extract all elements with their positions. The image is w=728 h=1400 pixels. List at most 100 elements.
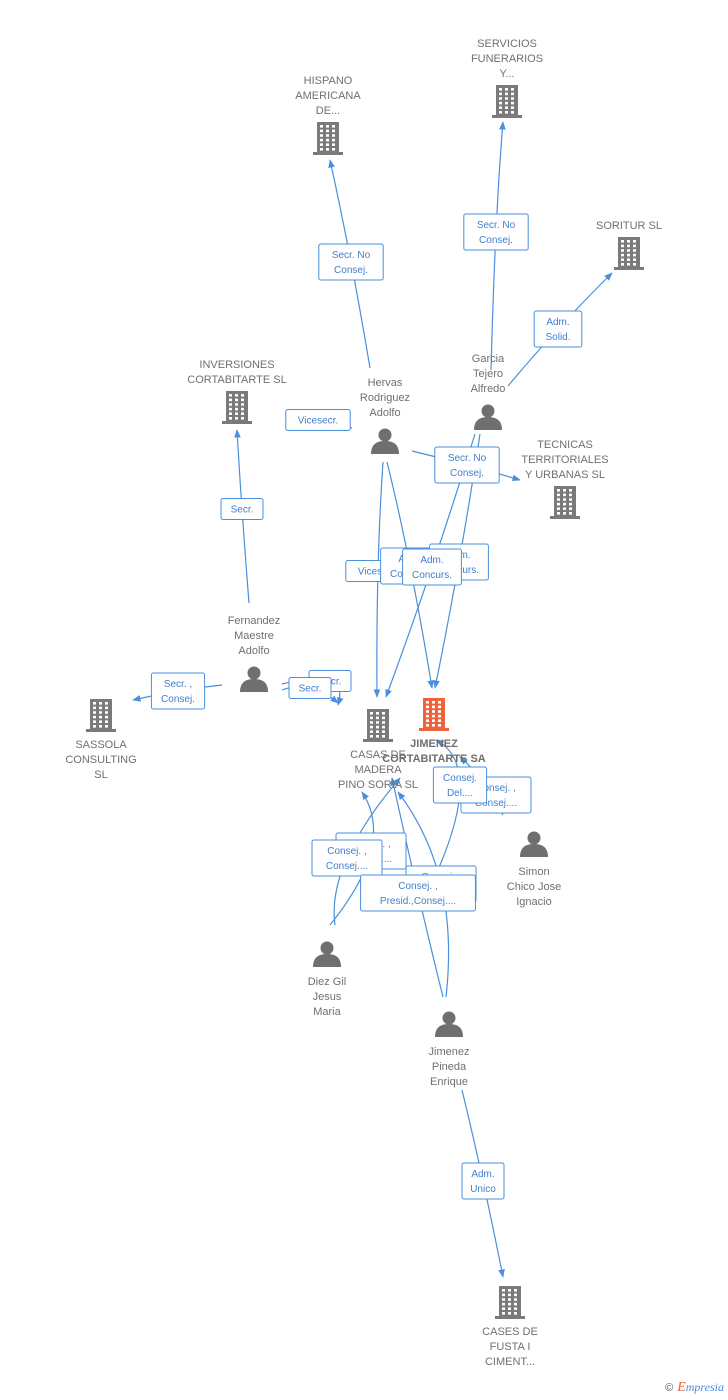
edge-label-pineda-to-casas[interactable]: Consej. ,Presid.,Consej....	[360, 874, 476, 912]
edge-label-fernandez-to-inversiones[interactable]: Secr.	[220, 498, 264, 520]
building-window	[370, 725, 373, 729]
building-window	[627, 253, 630, 257]
edge-label-pineda-to-cases[interactable]: Adm.Unico	[461, 1162, 505, 1200]
building-window	[235, 403, 238, 406]
building-window	[514, 1312, 517, 1315]
node-label: CORTABITARTE SA	[382, 753, 486, 765]
edge-label-fernandez-to-casas[interactable]: Secr.	[288, 677, 332, 699]
building-window	[105, 706, 108, 710]
building-window	[426, 724, 429, 727]
building-window	[627, 244, 630, 248]
node-servicios[interactable]: SERVICIOSFUNERARIOSY...	[471, 38, 543, 118]
building-window	[99, 720, 102, 723]
building-window	[621, 244, 624, 248]
company-building-icon	[614, 237, 644, 270]
footer-brand[interactable]: ©Empresia	[665, 1380, 724, 1396]
node-label: Rodriguez	[360, 392, 410, 404]
brand-name: mpresia	[685, 1380, 724, 1394]
building-window	[438, 705, 441, 709]
building-window	[563, 502, 566, 506]
building-window	[621, 249, 624, 252]
building-window	[426, 701, 429, 704]
building-window	[105, 715, 108, 719]
edge-label-text: Consej.	[443, 773, 477, 784]
building-window	[426, 710, 429, 713]
building-base	[495, 1316, 525, 1319]
building-window	[563, 507, 566, 510]
building-window	[426, 719, 429, 722]
edge-label-box	[360, 874, 476, 912]
node-label: CASES DE	[482, 1326, 538, 1338]
building-window	[370, 721, 373, 724]
building-window	[633, 249, 636, 252]
edge-label-text: Vicesecr.	[298, 416, 338, 427]
node-label: TECNICAS	[537, 439, 593, 451]
building-window	[432, 714, 435, 718]
edge-label-box	[402, 548, 462, 586]
building-window	[99, 706, 102, 710]
building-window	[235, 412, 238, 415]
building-window	[505, 92, 508, 96]
edge-label-box	[434, 446, 500, 484]
building-window	[382, 721, 385, 724]
person-head	[247, 666, 261, 680]
building-window	[569, 493, 572, 497]
building-window	[569, 507, 572, 510]
building-window	[511, 88, 514, 91]
building-window	[241, 394, 244, 397]
edge-label-fernandez-to-sassola[interactable]: Secr. ,Consej.	[150, 672, 206, 710]
person-body	[240, 679, 268, 692]
building-window	[438, 724, 441, 727]
edge-label-hervas-to-inversiones[interactable]: Vicesecr.	[285, 409, 351, 431]
building-window	[432, 701, 435, 704]
person-head	[527, 831, 541, 845]
building-window	[320, 138, 323, 142]
node-soritur[interactable]: SORITUR SL	[596, 220, 662, 270]
building-window	[332, 129, 335, 133]
person-body	[435, 1024, 463, 1037]
building-window	[320, 148, 323, 151]
building-window	[320, 134, 323, 137]
building-window	[99, 711, 102, 714]
building-window	[633, 258, 636, 261]
building-window	[105, 711, 108, 714]
building-window	[563, 498, 566, 501]
node-label: PINO SORIA SL	[338, 779, 418, 791]
building-window	[505, 106, 508, 109]
edge-label-text: Secr.	[299, 684, 322, 695]
node-label: MADERA	[354, 764, 402, 776]
building-window	[93, 702, 96, 705]
edge-label-diez-to-casas[interactable]: Consej. ,Consej....	[311, 839, 383, 877]
building-window	[621, 240, 624, 243]
node-hispano[interactable]: HISPANOAMERICANADE...	[295, 75, 361, 155]
building-window	[426, 714, 429, 718]
edge-label-garcia-to-soritur[interactable]: Adm.Solid.	[533, 310, 583, 348]
building-window	[326, 129, 329, 133]
building-window	[511, 101, 514, 105]
building-window	[621, 263, 624, 266]
building-window	[621, 253, 624, 257]
edge-label-text: Del....	[447, 788, 473, 799]
edge-label-pineda-to-jimenez_sa[interactable]: Consej. Del....	[432, 766, 488, 804]
edge-label-garcia-to-casas[interactable]: Adm.Concurs.	[402, 548, 462, 586]
company-building-icon	[550, 486, 580, 519]
building-window	[502, 1302, 505, 1306]
building-window	[502, 1298, 505, 1301]
building-window	[508, 1307, 511, 1310]
edge-label-text: Adm.	[546, 317, 569, 328]
